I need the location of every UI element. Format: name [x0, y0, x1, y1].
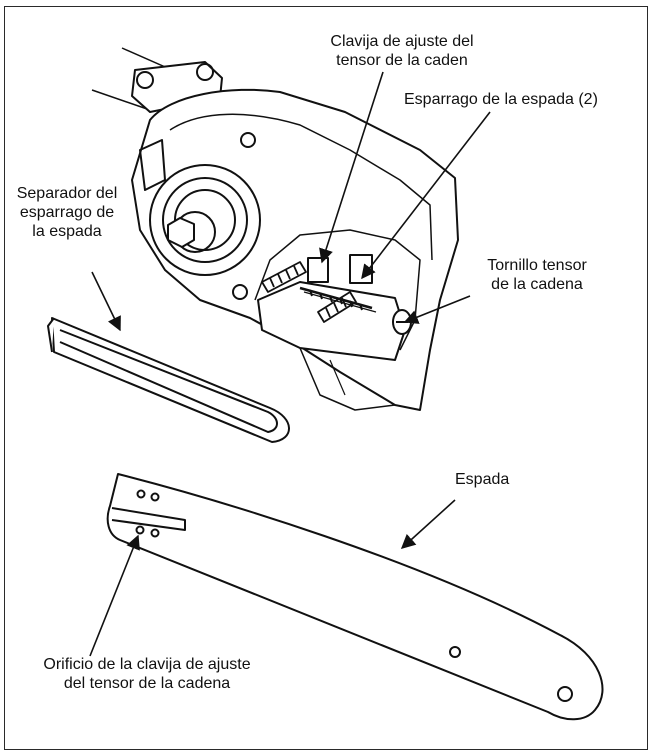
label-bar-stud: Esparrago de la espada (2) [404, 91, 598, 108]
leader-lines [89, 71, 491, 657]
label-tensioner-screw: Tornillo tensor de la cadena [487, 257, 587, 293]
guide-bar [106, 473, 604, 721]
label-guide-bar: Espada [455, 471, 510, 488]
arrow-esparrago [361, 111, 491, 280]
label-tensioner-pin: Clavija de ajuste del tensor de la caden [330, 33, 474, 69]
arrow-clavija [319, 71, 384, 264]
label-stud-spacer: Separador del esparrago de la espada [16, 185, 118, 240]
arrow-espada [400, 499, 456, 549]
arrow-orificio [89, 534, 140, 657]
label-tensioner-hole: Orificio de la clavija de ajuste del ten… [43, 656, 251, 692]
chainsaw-body [91, 47, 459, 411]
arrow-tornillo [403, 295, 471, 324]
arrow-separador [91, 271, 121, 332]
bar-spacer [47, 317, 290, 443]
